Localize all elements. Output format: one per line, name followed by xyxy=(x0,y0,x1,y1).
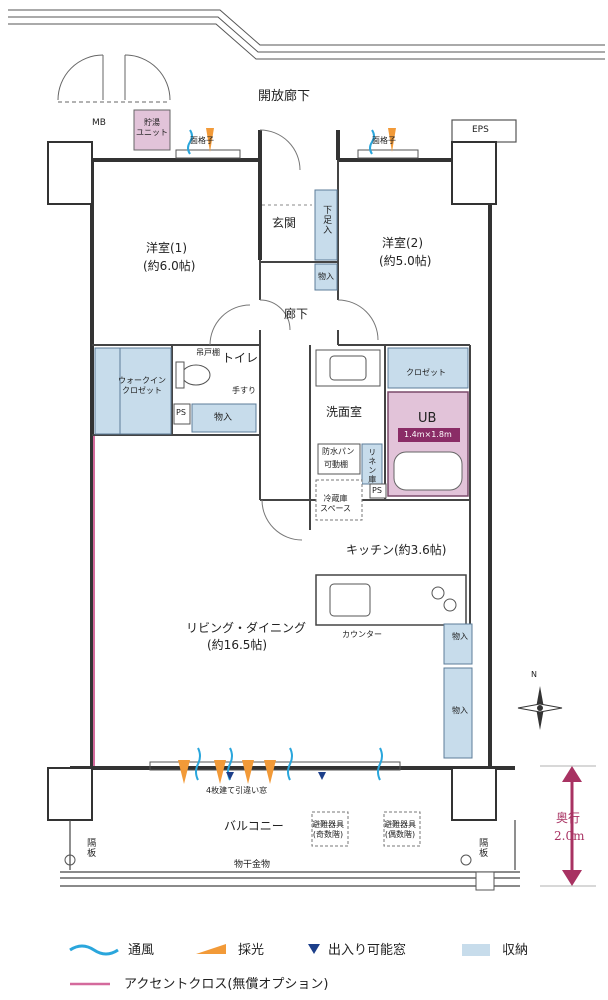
sliding-window-label: 4枚建て引違い窓 xyxy=(206,786,268,795)
meter-box-doors xyxy=(57,54,171,103)
ub-size-label: 1.4m×1.8m xyxy=(404,430,452,439)
room1-size: (約6.0帖) xyxy=(143,259,196,273)
mb-label: MB xyxy=(92,118,106,128)
living-size: (約16.5帖) xyxy=(207,638,268,652)
drain-right xyxy=(460,854,472,866)
compass-icon xyxy=(517,686,563,730)
lattice-right-label: 面格子 xyxy=(372,136,396,145)
legend-accent-label: アクセントクロス(無償オプション) xyxy=(124,977,329,992)
evac-left xyxy=(311,811,349,847)
corridor-railing xyxy=(8,9,605,60)
legend-exit-icon xyxy=(308,944,320,954)
hanging-cabinet-label: 吊戸棚 xyxy=(196,348,220,357)
drain-left xyxy=(64,854,76,866)
closet-room2 xyxy=(387,347,469,389)
legend-storage-swatch xyxy=(462,944,490,956)
legend-ventilation-icon xyxy=(69,944,119,956)
room2-size: (約5.0帖) xyxy=(379,254,432,268)
linen-label: リネン庫 xyxy=(367,448,377,484)
daylight-icons xyxy=(178,128,396,784)
partition-left-label: 隔板 xyxy=(85,838,96,858)
living-storage-upper-label: 物入 xyxy=(452,632,468,641)
water-heater-unit xyxy=(133,109,171,151)
hallway-label: 廊下 xyxy=(284,307,309,321)
legend-exit-label: 出入り可能窓 xyxy=(328,943,407,958)
walkin-closet-label: ウォークイン クロゼット xyxy=(118,376,166,395)
entrance-storage-label: 物入 xyxy=(318,272,334,281)
column-bottom-left xyxy=(47,767,93,821)
waterproof-pan-label: 防水パン xyxy=(322,447,355,456)
living-name: リビング・ダイニング xyxy=(186,621,307,635)
handrail-label: 手すり xyxy=(232,386,256,395)
room2-name: 洋室(2) xyxy=(382,236,423,250)
ps-right-label: PS xyxy=(372,486,382,495)
exit-window-icons xyxy=(226,772,326,780)
waterproof-pan-area xyxy=(317,443,361,475)
evac-left-label: 避難器具 (奇数階) xyxy=(312,820,344,839)
toilet-fixture xyxy=(181,364,211,386)
ps-box-right xyxy=(369,483,387,499)
top-windows xyxy=(175,149,419,159)
shoe-storage-label: 下足入 xyxy=(321,205,332,235)
evac-right xyxy=(383,811,421,847)
washroom-label: 洗面室 xyxy=(326,405,363,419)
living-storage-lower xyxy=(443,667,473,759)
entrance-label: 玄関 xyxy=(272,216,297,230)
column-top-right xyxy=(451,141,497,205)
legend-daylight-icon xyxy=(196,944,226,954)
ps-box-left xyxy=(173,403,191,425)
water-heater-label: 貯湯 ユニット xyxy=(136,118,168,137)
depth-arrow xyxy=(562,766,582,886)
corridor-label: 開放廊下 xyxy=(258,89,311,104)
room1-name: 洋室(1) xyxy=(146,241,187,255)
kitchen-label: キッチン(約3.6帖) xyxy=(346,543,447,557)
legend-storage-label: 収納 xyxy=(502,943,529,958)
door-swings xyxy=(209,129,379,541)
outdoor-unit xyxy=(475,871,495,891)
ps-left-label: PS xyxy=(176,408,186,417)
depth-value: 2.0m xyxy=(554,829,585,843)
fridge-space xyxy=(315,479,363,521)
closet-label: クロゼット xyxy=(406,368,446,377)
movable-shelf-label: 可動棚 xyxy=(324,460,348,469)
eps-label: EPS xyxy=(472,125,489,135)
outer-walls xyxy=(70,130,515,770)
ub-label: UB xyxy=(418,411,437,426)
laundry-hardware-label: 物干金物 xyxy=(234,860,271,870)
storage-toilet xyxy=(191,403,257,433)
legend-daylight-label: 採光 xyxy=(238,943,265,958)
toilet-storage-label: 物入 xyxy=(214,413,233,423)
legend-ventilation-label: 通風 xyxy=(128,943,155,958)
entrance-storage-area xyxy=(314,263,338,291)
evac-right-label: 避難器具 (偶数階) xyxy=(384,820,416,839)
counter-label: カウンター xyxy=(342,630,382,639)
balcony-label: バルコニー xyxy=(224,819,284,833)
fridge-space-label: 冷蔵庫 スペース xyxy=(320,494,352,513)
column-top-left xyxy=(47,141,93,205)
toilet-label: トイレ xyxy=(222,351,259,365)
balcony xyxy=(60,820,520,887)
living-storage-upper xyxy=(443,623,473,665)
lattice-left-label: 面格子 xyxy=(190,136,214,145)
depth-label: 奥行 xyxy=(556,811,581,825)
walkin-closet-area xyxy=(94,347,172,435)
ventilation-icons xyxy=(187,129,383,781)
north-label: N xyxy=(531,670,537,679)
living-storage-lower-label: 物入 xyxy=(452,706,468,715)
shoe-storage-area xyxy=(314,189,338,261)
partition-right-label: 隔板 xyxy=(477,838,488,858)
column-bottom-right xyxy=(451,767,497,821)
